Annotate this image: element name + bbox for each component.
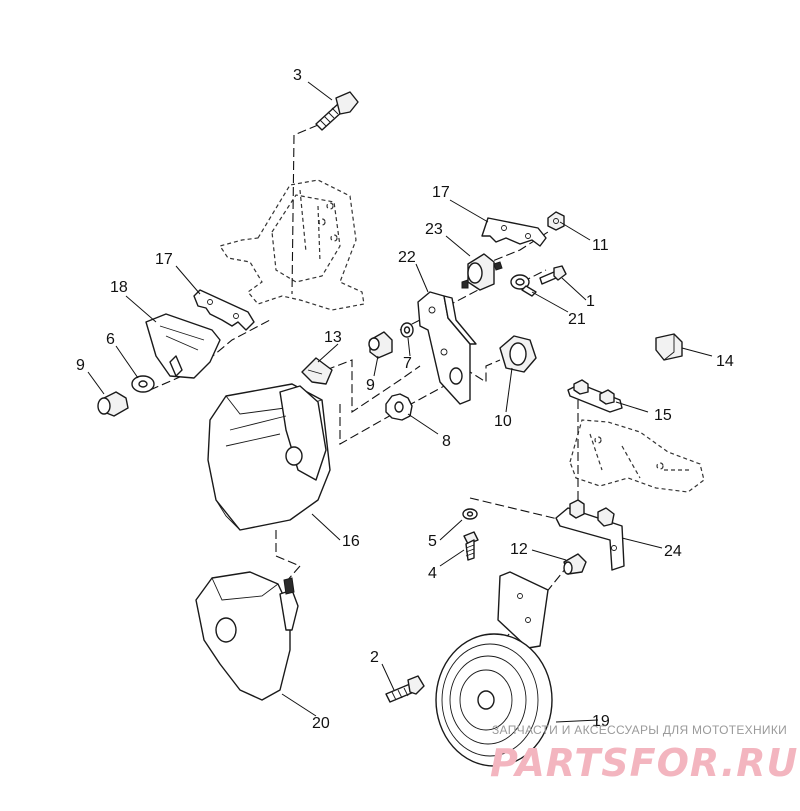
callout-7: 7 [403, 355, 412, 372]
part-7-lock-washer [400, 322, 414, 338]
part-4-screw [463, 531, 479, 561]
part-16-horn-cover [207, 383, 331, 531]
part-11-nut [547, 211, 565, 231]
callout-19: 19 [592, 713, 610, 730]
part-8-star-washer [385, 393, 413, 421]
callout-11: 11 [592, 237, 609, 254]
callout-24: 24 [664, 543, 682, 560]
callout-21: 21 [568, 311, 586, 328]
watermark: ЗАПЧАСТИ И АКСЕССУАРЫ ДЛЯ МОТОТЕХНИКИ PA… [490, 723, 798, 785]
callout-9-left: 9 [76, 357, 85, 374]
callout-23: 23 [425, 221, 443, 238]
callout-3: 3 [293, 67, 302, 84]
callout-17-right: 17 [432, 184, 450, 201]
phantom-frame-bracket-upper [219, 179, 365, 311]
part-3-bolt [315, 91, 359, 131]
part-13-grommet [301, 357, 333, 385]
callout-15: 15 [654, 407, 672, 424]
phantom-frame-bracket-lower [569, 419, 705, 493]
part-15-nut-plate [567, 379, 623, 413]
part-21-ring-terminal [510, 274, 537, 297]
part-24-lower-bracket [555, 499, 625, 571]
leader-lines [87, 81, 713, 723]
part-23-rubber-mount [461, 253, 503, 291]
watermark-brand: PARTSFOR.RU [490, 741, 798, 785]
part-17-clip-right [481, 217, 547, 247]
part-9-cap-nut-left [97, 391, 129, 417]
callout-14: 14 [716, 353, 734, 370]
part-14-cover-cap [655, 333, 683, 361]
part-1-screw [539, 265, 567, 285]
watermark-caption: ЗАПЧАСТИ И АКСЕССУАРЫ ДЛЯ МОТОТЕХНИКИ [492, 723, 787, 737]
callout-20: 20 [312, 715, 330, 732]
part-19-horn-round [435, 571, 553, 767]
callout-4: 4 [428, 565, 437, 582]
callout-6: 6 [106, 331, 115, 348]
part-22-horn-bracket [417, 291, 477, 405]
callout-13: 13 [324, 329, 342, 346]
callout-16: 16 [342, 533, 360, 550]
part-12-spacer [563, 553, 587, 575]
callout-22: 22 [398, 249, 416, 266]
part-17-clip-left [193, 289, 255, 331]
part-5-washer [462, 508, 478, 520]
callout-1: 1 [586, 293, 595, 310]
callout-8: 8 [442, 433, 451, 450]
part-20-horn-side [195, 571, 299, 701]
part-18-heat-shield [145, 313, 221, 379]
part-2-bolt [385, 675, 425, 703]
callout-numbers: 3 17 17 18 6 9 9 13 7 23 22 11 1 21 14 1… [76, 67, 734, 732]
callout-17-left: 17 [155, 251, 173, 268]
part-10-large-nut [499, 335, 537, 373]
callout-2: 2 [370, 649, 379, 666]
part-6-washer [131, 375, 155, 393]
callout-12: 12 [510, 541, 528, 558]
callout-10: 10 [494, 413, 512, 430]
callout-9-right: 9 [366, 377, 375, 394]
callout-18: 18 [110, 279, 128, 296]
part-9-cap-nut-right [368, 331, 393, 359]
assembly-guide-lines [149, 124, 579, 651]
callout-5: 5 [428, 533, 437, 550]
